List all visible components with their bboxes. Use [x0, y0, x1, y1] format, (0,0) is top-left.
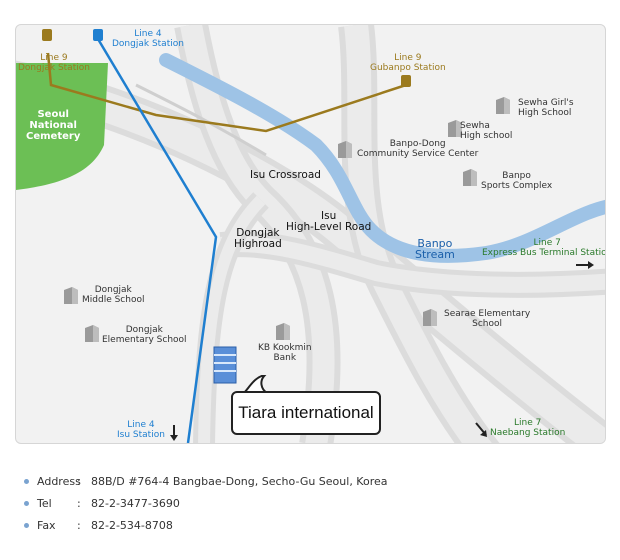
station-name: Dongjak Station [112, 39, 184, 49]
callout-tail [241, 375, 271, 394]
line-label: Line 7 [513, 418, 542, 428]
building-icon [85, 325, 99, 342]
station-name: Dongjak Station [18, 63, 90, 73]
map-background [16, 25, 605, 443]
station-name: Isu Station [117, 430, 165, 440]
tel-row: Tel:82-2-3477-3690 [24, 492, 388, 514]
address-label: Address [37, 474, 81, 488]
line-label: Line 9 [40, 53, 68, 63]
building-icon [496, 97, 510, 114]
road-isu-crossroad: Isu Crossroad [250, 169, 321, 181]
line-label: Line 4 [127, 420, 155, 430]
building-icon [64, 287, 78, 304]
building-icon [276, 323, 290, 340]
address-row: Address:88B/D #764-4 Bangbae-Dong, Secho… [24, 470, 388, 492]
station-name: Express Bus Terminal Station [482, 248, 606, 258]
bullet-icon [24, 522, 29, 528]
building-icon [463, 169, 477, 186]
fax-row: Fax:82-2-534-8708 [24, 514, 388, 536]
destination-callout: Tiara international [231, 391, 381, 435]
separator: : [77, 474, 81, 488]
bullet-icon [24, 500, 29, 506]
contact-info: Address:88B/D #764-4 Bangbae-Dong, Secho… [24, 470, 388, 536]
tel-label: Tel [37, 496, 52, 510]
station-name: Naebang Station [490, 428, 566, 438]
line-label: Line 7 [533, 238, 561, 248]
bullet-icon [24, 478, 29, 484]
tel-value[interactable]: 82-2-3477-3690 [91, 496, 180, 510]
address-value: 88B/D #764-4 Bangbae-Dong, Secho-Gu Seou… [91, 474, 388, 488]
line-label: Line 9 [394, 53, 422, 63]
building-icon [448, 120, 462, 137]
building-icon [423, 309, 437, 326]
building-icon [338, 141, 352, 158]
separator: : [77, 496, 81, 510]
fax-value: 82-2-534-8708 [91, 518, 173, 532]
fax-label: Fax [37, 518, 56, 532]
separator: : [77, 518, 81, 532]
station-name: Gubanpo Station [370, 63, 446, 73]
line-label: Line 4 [134, 29, 162, 39]
